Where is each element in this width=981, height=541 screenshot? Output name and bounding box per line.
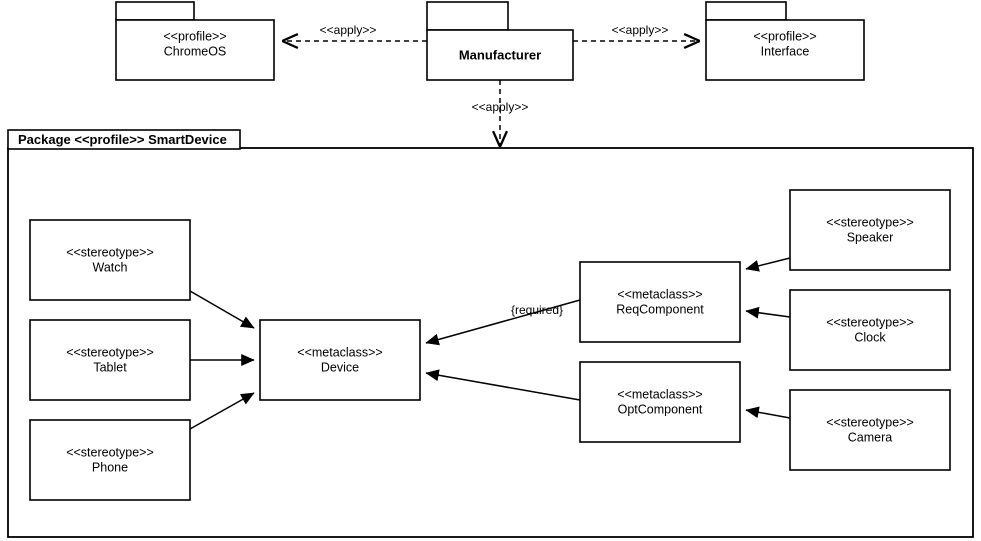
class-reqcomponent-stereotype: <<metaclass>> — [617, 287, 702, 301]
class-optcomponent-name: OptComponent — [618, 402, 703, 416]
class-device-stereotype: <<metaclass>> — [297, 345, 382, 359]
class-speaker-stereotype: <<stereotype>> — [826, 215, 914, 229]
class-phone[interactable]: <<stereotype>> Phone — [29, 419, 191, 501]
edge-apply-chromeos: <<apply>> — [283, 23, 427, 41]
class-phone-name: Phone — [92, 460, 128, 474]
class-device-box — [259, 319, 421, 401]
class-clock-name: Clock — [854, 330, 886, 344]
class-camera[interactable]: <<stereotype>> Camera — [789, 389, 951, 471]
package-interface-body — [705, 19, 865, 81]
edge-phone-device — [189, 392, 255, 430]
package-manufacturer-body — [426, 29, 574, 81]
class-watch[interactable]: <<stereotype>> Watch — [29, 219, 191, 301]
class-watch-name: Watch — [93, 260, 128, 274]
edge-reqcomponent-device: {required} — [425, 299, 581, 346]
edge-clock-reqcomponent — [745, 306, 791, 319]
class-clock[interactable]: <<stereotype>> Clock — [789, 289, 951, 371]
class-tablet-stereotype: <<stereotype>> — [66, 345, 154, 359]
class-speaker-name: Speaker — [847, 230, 894, 244]
class-speaker[interactable]: <<stereotype>> Speaker — [789, 189, 951, 271]
edge-apply-smartdevice-label: <<apply>> — [472, 100, 529, 114]
package-manufacturer-name: Manufacturer — [459, 47, 541, 62]
class-watch-box — [29, 219, 191, 301]
package-smartdevice-tab — [7, 129, 241, 150]
package-interface-stereotype: <<profile>> — [753, 29, 816, 43]
class-speaker-box — [789, 189, 951, 271]
edge-apply-smartdevice: <<apply>> — [472, 80, 529, 146]
class-tablet[interactable]: <<stereotype>> Tablet — [29, 319, 191, 401]
package-manufacturer-tab — [426, 1, 509, 31]
class-watch-stereotype: <<stereotype>> — [66, 245, 154, 259]
edge-reqcomponent-device-label: {required} — [511, 303, 563, 317]
class-optcomponent-box — [579, 361, 741, 443]
class-phone-stereotype: <<stereotype>> — [66, 445, 154, 459]
class-reqcomponent-name: ReqComponent — [616, 302, 704, 316]
class-reqcomponent[interactable]: <<metaclass>> ReqComponent — [579, 261, 741, 343]
package-chromeos[interactable]: <<profile>> ChromeOS — [115, 1, 275, 81]
class-camera-box — [789, 389, 951, 471]
package-chromeos-body — [115, 19, 275, 81]
edge-reqcomponent-device-line — [425, 299, 581, 346]
package-interface-name: Interface — [761, 44, 810, 58]
edge-apply-chromeos-label: <<apply>> — [320, 23, 377, 37]
class-clock-box — [789, 289, 951, 371]
package-smartdevice-body — [7, 147, 974, 538]
edge-speaker-reqcomponent — [745, 257, 791, 272]
edge-apply-interface-label: <<apply>> — [612, 23, 669, 37]
package-chromeos-tab — [115, 1, 195, 21]
package-chromeos-stereotype: <<profile>> — [163, 29, 226, 43]
package-smartdevice-header: Package <<profile>> SmartDevice — [18, 132, 227, 147]
edge-optcomponent-device — [425, 369, 581, 401]
class-phone-box — [29, 419, 191, 501]
class-device[interactable]: <<metaclass>> Device — [259, 319, 421, 401]
class-tablet-name: Tablet — [93, 360, 127, 374]
class-clock-stereotype: <<stereotype>> — [826, 315, 914, 329]
package-manufacturer[interactable]: Manufacturer — [426, 1, 574, 81]
class-optcomponent-stereotype: <<metaclass>> — [617, 387, 702, 401]
edge-apply-interface: <<apply>> — [573, 23, 699, 41]
package-interface-tab — [705, 1, 787, 21]
package-interface[interactable]: <<profile>> Interface — [705, 1, 865, 81]
edge-camera-optcomponent — [745, 406, 791, 419]
class-optcomponent[interactable]: <<metaclass>> OptComponent — [579, 361, 741, 443]
class-camera-stereotype: <<stereotype>> — [826, 415, 914, 429]
class-device-name: Device — [321, 360, 359, 374]
package-smartdevice[interactable]: Package <<profile>> SmartDevice — [7, 129, 974, 538]
edge-watch-device — [189, 290, 255, 329]
package-chromeos-name: ChromeOS — [164, 44, 227, 58]
class-camera-name: Camera — [848, 430, 893, 444]
class-reqcomponent-box — [579, 261, 741, 343]
